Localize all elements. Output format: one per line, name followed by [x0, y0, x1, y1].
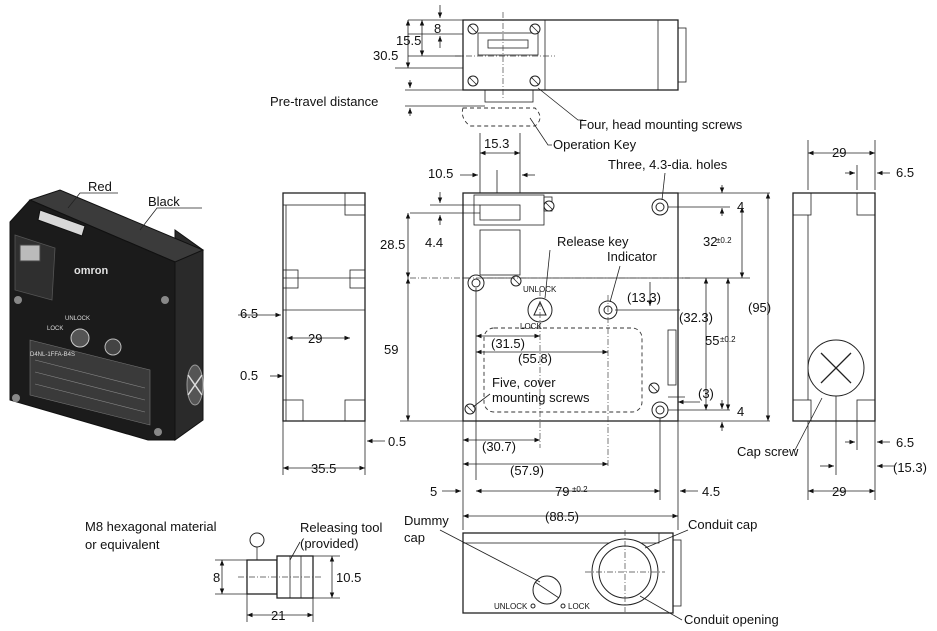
- dim-55-8: (55.8): [518, 351, 552, 366]
- dim-59: 59: [384, 342, 398, 357]
- dim-8-top: 8: [434, 21, 441, 36]
- dim-30-7: (30.7): [482, 439, 516, 454]
- dim-29-right-top: 29: [832, 145, 846, 160]
- dim-10-5-tool: 10.5: [336, 570, 361, 585]
- dim-8-tool: 8: [213, 570, 220, 585]
- label-releasing-tool-2: (provided): [300, 536, 359, 551]
- label-conduit-opening: Conduit opening: [684, 612, 779, 627]
- dim-15-5: 15.5: [396, 33, 421, 48]
- photo-lock: LOCK: [47, 326, 63, 332]
- dim-6-5-left: 6.5: [240, 306, 258, 321]
- dim-15-3-right: (15.3): [893, 460, 927, 475]
- dim-6-5-right-bot: 6.5: [896, 435, 914, 450]
- right-side-view: [792, 192, 876, 422]
- dim-28-5: 28.5: [380, 237, 405, 252]
- front-view: [410, 192, 690, 466]
- dim-0-5-b: 0.5: [388, 434, 406, 449]
- dim-88-5: (88.5): [545, 509, 579, 524]
- releasing-tool: [238, 532, 322, 599]
- dim-21: 21: [271, 608, 285, 623]
- photo-brand: omron: [74, 265, 109, 277]
- dim-6-5-right-top: 6.5: [896, 165, 914, 180]
- dim-30-5: 30.5: [373, 48, 398, 63]
- label-bottom-lock: LOCK: [568, 602, 590, 611]
- dim-10-5: 10.5: [428, 166, 453, 181]
- dim-3: (3): [698, 386, 714, 401]
- dim-79-tol: ±0.2: [572, 485, 588, 494]
- label-release-key: Release key: [557, 234, 629, 249]
- dim-35-5: 35.5: [311, 461, 336, 476]
- dim-4-4: 4.4: [425, 235, 443, 250]
- label-head-screws: Four, head mounting screws: [579, 117, 743, 132]
- dim-29-right-bot: 29: [832, 484, 846, 499]
- label-three-holes: Three, 4.3-dia. holes: [608, 157, 728, 172]
- label-dummy-cap-1: Dummy: [404, 513, 449, 528]
- label-pre-travel: Pre-travel distance: [270, 94, 378, 109]
- dim-29-left: 29: [308, 331, 322, 346]
- label-black: Black: [148, 194, 180, 209]
- bottom-view: [462, 530, 682, 614]
- dim-55-tol: ±0.2: [720, 335, 736, 344]
- product-photo: omron UNLOCK LOCK D4NL-1FFA-B4S: [9, 189, 205, 441]
- label-cover-screws-2: mounting screws: [492, 390, 590, 405]
- dim-79: 79: [555, 484, 569, 499]
- label-lock: LOCK: [520, 322, 542, 331]
- top-view: [455, 12, 687, 127]
- photo-model: D4NL-1FFA-B4S: [30, 352, 75, 358]
- label-m8-2: or equivalent: [85, 537, 160, 552]
- label-red: Red: [88, 179, 112, 194]
- dim-5: 5: [430, 484, 437, 499]
- dim-0-5-a: 0.5: [240, 368, 258, 383]
- dim-32-3: (32.3): [679, 310, 713, 325]
- dim-4-5: 4.5: [702, 484, 720, 499]
- left-side-view: [282, 192, 366, 422]
- dim-95: (95): [748, 300, 771, 315]
- label-operation-key: Operation Key: [553, 137, 637, 152]
- photo-unlock: UNLOCK: [65, 316, 90, 322]
- label-cover-screws-1: Five, cover: [492, 375, 556, 390]
- dim-57-9: (57.9): [510, 463, 544, 478]
- label-m8-1: M8 hexagonal material: [85, 519, 217, 534]
- dim-55: 55: [705, 333, 719, 348]
- dim-31-5: (31.5): [491, 336, 525, 351]
- label-cap-screw: Cap screw: [737, 444, 799, 459]
- label-conduit-cap: Conduit cap: [688, 517, 757, 532]
- label-bottom-unlock: UNLOCK: [494, 602, 528, 611]
- dim-32: 32: [703, 234, 717, 249]
- dim-32-tol: ±0.2: [716, 236, 732, 245]
- label-indicator: Indicator: [607, 249, 658, 264]
- dim-4-a: 4: [737, 199, 744, 214]
- dim-4-b: 4: [737, 404, 744, 419]
- label-releasing-tool-1: Releasing tool: [300, 520, 382, 535]
- dim-15-3: 15.3: [484, 136, 509, 151]
- dim-13-3: (13.3): [627, 290, 661, 305]
- label-dummy-cap-2: cap: [404, 530, 425, 545]
- label-unlock: UNLOCK: [523, 285, 557, 294]
